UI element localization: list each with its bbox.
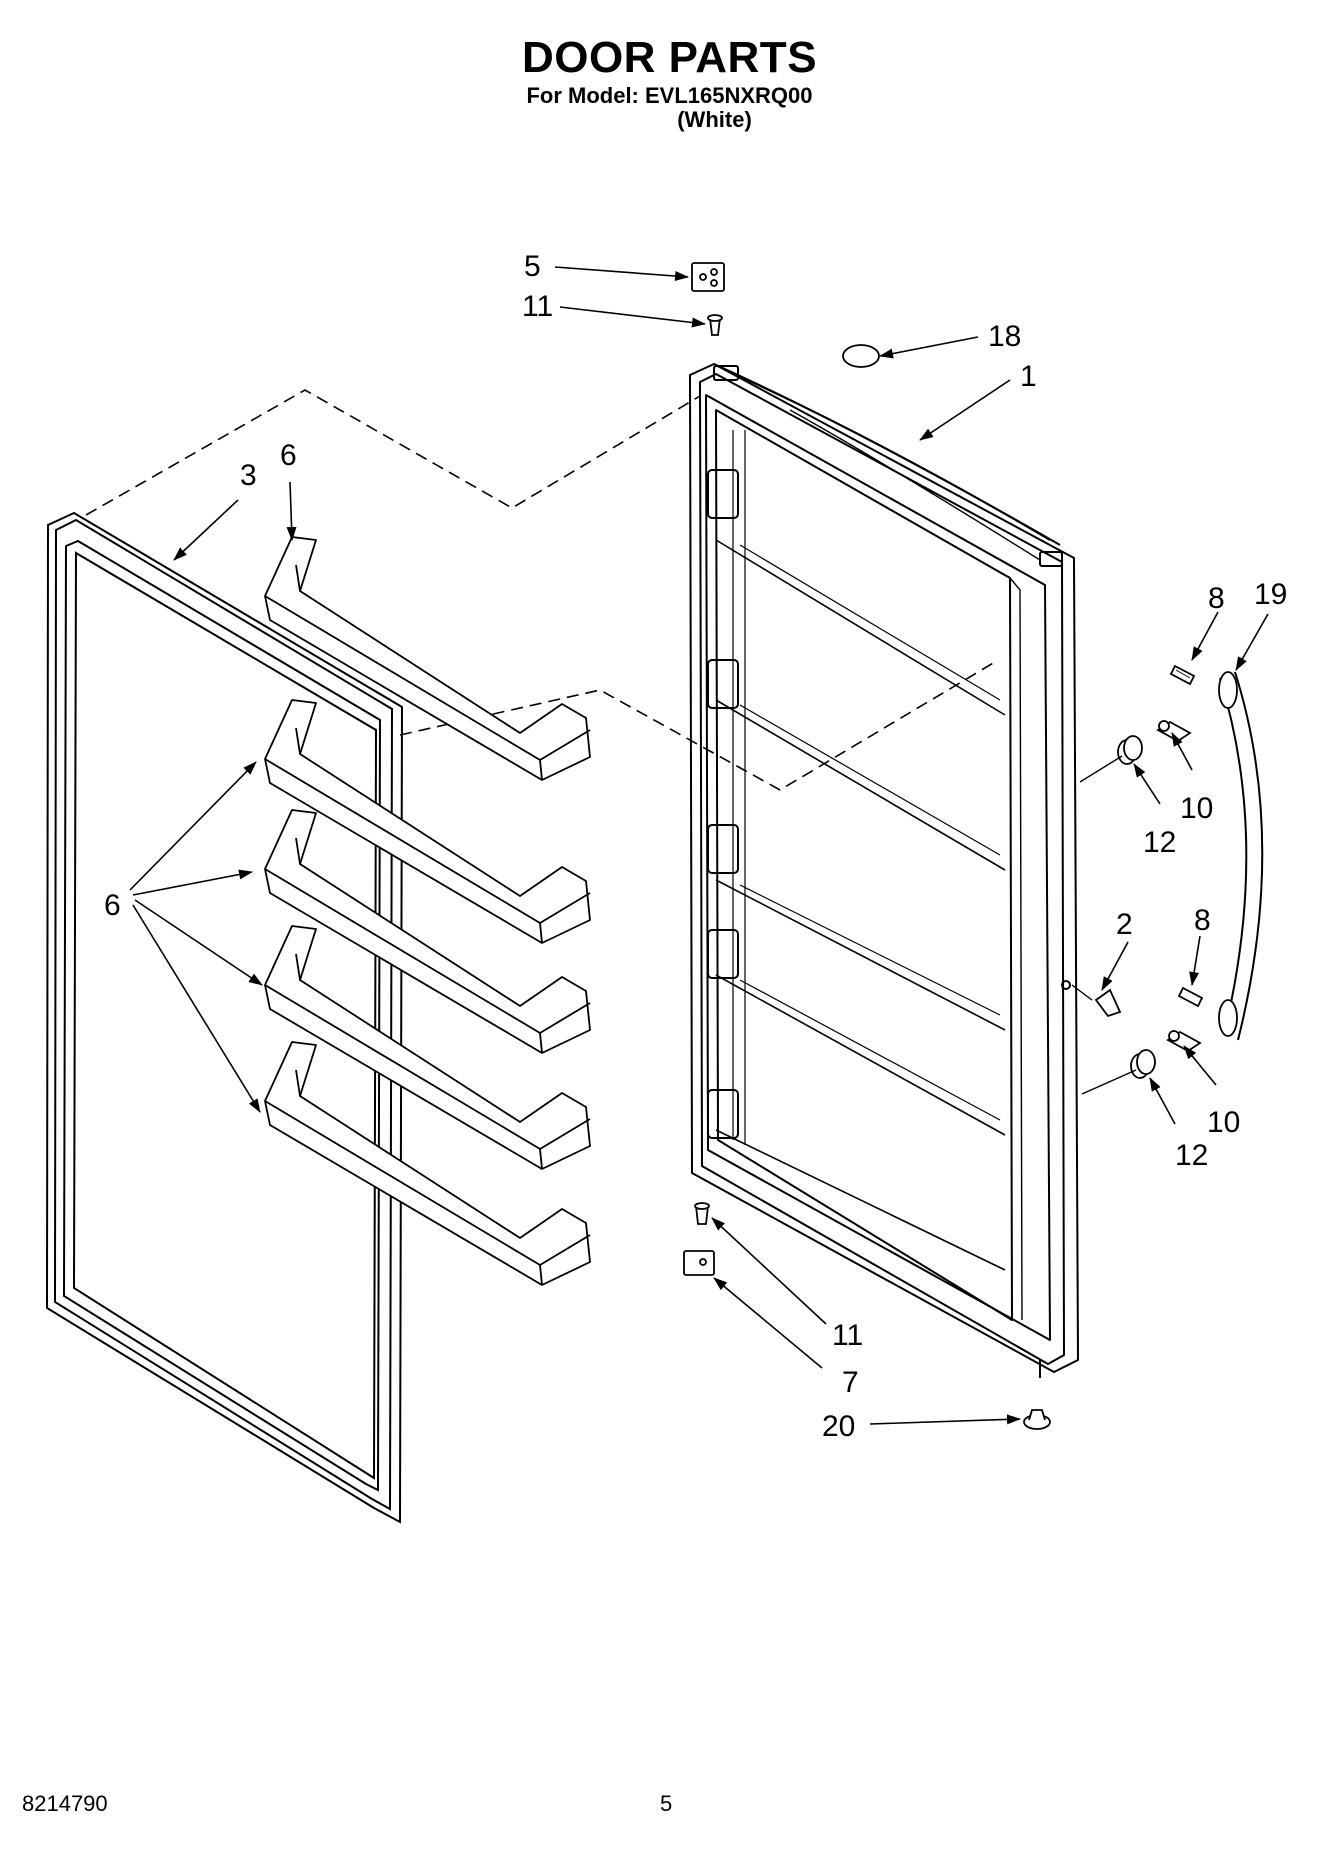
bottom-hinge (683, 1250, 715, 1276)
door-bin (264, 925, 591, 1170)
door-bin (264, 1041, 591, 1286)
page-number: 5 (660, 1791, 673, 1816)
document-number: 8214790 (22, 1791, 108, 1816)
callout-6-left: 6 (104, 889, 121, 922)
plug (842, 344, 880, 368)
callout-18: 18 (988, 320, 1021, 353)
callout-19: 19 (1254, 578, 1287, 611)
door-bin (264, 809, 591, 1054)
callout-3: 3 (240, 459, 257, 492)
screw-8-upper (1169, 664, 1196, 686)
leader-lines (129, 266, 1269, 1425)
spacer-12-lower (1130, 1049, 1156, 1079)
callout-8-lower: 8 (1194, 904, 1211, 937)
callout-11-bottom: 11 (832, 1319, 863, 1352)
page-title: DOOR PARTS (521, 33, 818, 82)
page-header: DOOR PARTS For Model: EVL165NXRQ00 (Whit… (0, 34, 1339, 132)
callout-12-upper: 12 (1143, 826, 1176, 859)
callout-11-top: 11 (522, 290, 553, 323)
door-bin (264, 536, 591, 781)
hardware-parts (683, 262, 1264, 1430)
hinge-pin-bottom (694, 1202, 710, 1225)
door-gasket (45, 511, 404, 1524)
callout-labels: 5 11 18 1 3 6 6 8 19 10 12 8 2 10 12 11 … (104, 250, 1287, 1443)
callout-8-upper: 8 (1208, 582, 1225, 615)
model-line: For Model: EVL165NXRQ00 (526, 83, 813, 108)
cap (1023, 1409, 1051, 1430)
callout-2: 2 (1116, 908, 1133, 941)
door-handle (1219, 671, 1264, 1041)
attachment-lines (1071, 755, 1137, 1095)
callout-1: 1 (1020, 360, 1037, 393)
door-stop (1094, 988, 1122, 1018)
screw-10-lower (1166, 1030, 1202, 1053)
callout-10-lower: 10 (1207, 1106, 1240, 1139)
spacer-12-upper (1117, 735, 1143, 765)
callout-20: 20 (822, 1410, 855, 1443)
callout-7: 7 (842, 1366, 859, 1399)
callout-10-upper: 10 (1180, 792, 1213, 825)
screw-8-lower (1177, 986, 1204, 1008)
door-bin (264, 699, 591, 944)
door-bins (264, 536, 591, 1286)
hinge-pin-top (707, 314, 723, 336)
callout-5: 5 (524, 250, 541, 283)
top-hinge (691, 262, 725, 292)
door-panel (689, 363, 1079, 1378)
color-line: (White) (677, 107, 752, 132)
callout-12-lower: 12 (1175, 1139, 1208, 1172)
callout-6-top: 6 (280, 439, 297, 472)
